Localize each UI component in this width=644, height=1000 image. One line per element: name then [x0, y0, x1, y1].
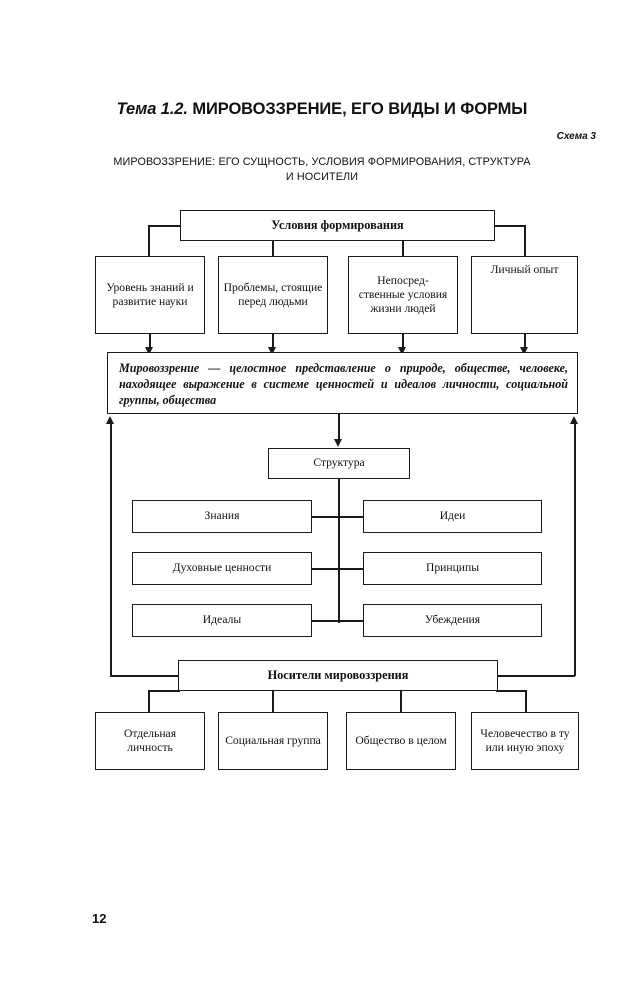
- definition-box[interactable]: Мировоззрение — целостное представление …: [107, 352, 578, 414]
- bearer-label-4: Человечество в ту или иную эпоху: [480, 726, 570, 754]
- connector-bearers-right-v: [525, 690, 527, 712]
- arrowhead-bearers-def-right: [570, 416, 578, 424]
- connector-bearers-mid2: [400, 690, 402, 712]
- topic-title: МИРОВОЗЗРЕНИЕ, ЕГО ВИДЫ И ФОРМЫ: [192, 100, 528, 118]
- structure-left-label-3: Идеалы: [202, 613, 242, 627]
- structure-connector-left-2: [311, 568, 339, 570]
- connector-bearers-right-h: [496, 690, 527, 692]
- connector-cond1-def: [149, 334, 151, 348]
- bearer-box-1[interactable]: Отдельная личность: [95, 712, 205, 770]
- condition-label-2: Проблемы, стоящие перед людьми: [223, 280, 323, 308]
- bearer-label-3: Общество в целом: [355, 733, 447, 747]
- connector-cond3-def: [402, 334, 404, 348]
- condition-label-4: Личный опыт: [490, 263, 559, 276]
- page-number: 12: [92, 911, 107, 926]
- connector-bearers-left-v: [148, 690, 150, 712]
- conditions-heading-box[interactable]: Условия формирования: [180, 210, 495, 241]
- definition-dash: —: [208, 361, 221, 375]
- structure-left-box-1[interactable]: Знания: [132, 500, 312, 533]
- scheme-label: Схема 3: [556, 131, 596, 142]
- bearers-heading-label: Носители мировоззрения: [267, 668, 409, 683]
- bearer-box-4[interactable]: Человечество в ту или иную эпоху: [471, 712, 579, 770]
- bearer-label-2: Социальная группа: [225, 733, 321, 747]
- condition-label-3: Непосред-ственные условия жизни людей: [358, 273, 448, 316]
- structure-connector-left-1: [311, 516, 339, 518]
- structure-right-label-2: Принципы: [426, 561, 479, 575]
- connector-conditions-right-v: [524, 225, 526, 256]
- structure-left-box-2[interactable]: Духовные ценности: [132, 552, 312, 585]
- connector-bearers-def-left-v: [110, 423, 112, 676]
- structure-heading-box[interactable]: Структура: [268, 448, 410, 479]
- structure-connector-right-1: [338, 516, 364, 518]
- connector-conditions-left-h: [148, 225, 182, 227]
- arrowhead-cond4-def: [520, 347, 528, 355]
- conditions-heading-label: Условия формирования: [271, 218, 404, 233]
- connector-conditions-mid2: [402, 240, 404, 256]
- bearer-box-3[interactable]: Общество в целом: [346, 712, 456, 770]
- structure-right-box-1[interactable]: Идеи: [363, 500, 542, 533]
- structure-right-label-1: Идеи: [439, 509, 466, 523]
- connector-cond4-def: [524, 334, 526, 348]
- structure-right-label-3: Убеждения: [424, 613, 481, 627]
- definition-term: Мировоззрение: [119, 361, 200, 375]
- condition-label-1: Уровень знаний и развитие науки: [106, 280, 194, 308]
- scheme-subtitle: МИРОВОЗЗРЕНИЕ: ЕГО СУЩНОСТЬ, УСЛОВИЯ ФОР…: [113, 156, 531, 183]
- connector-bearers-left-h: [148, 690, 180, 692]
- definition-text: целостное представление о природе, общес…: [119, 361, 568, 408]
- arrowhead-def-structure: [334, 439, 342, 447]
- arrowhead-cond1-def: [145, 347, 153, 355]
- condition-box-2[interactable]: Проблемы, стоящие перед людьми: [218, 256, 328, 334]
- structure-connector-left-3: [311, 620, 339, 622]
- connector-bearers-def-right-v: [574, 423, 576, 676]
- page-title: Тема 1.2. МИРОВОЗЗРЕНИЕ, ЕГО ВИДЫ И ФОРМ…: [0, 100, 644, 119]
- structure-left-label-2: Духовные ценности: [172, 561, 272, 575]
- connector-conditions-right-h: [493, 225, 526, 227]
- bearer-box-2[interactable]: Социальная группа: [218, 712, 328, 770]
- condition-box-1[interactable]: Уровень знаний и развитие науки: [95, 256, 205, 334]
- arrowhead-bearers-def-left: [106, 416, 114, 424]
- connector-bearers-def-left-h: [110, 675, 180, 677]
- connector-conditions-mid1: [272, 240, 274, 256]
- connector-bearers-def-right-h: [496, 675, 575, 677]
- connector-cond2-def: [272, 334, 274, 348]
- arrowhead-cond3-def: [398, 347, 406, 355]
- connector-def-structure: [338, 414, 340, 440]
- bearer-label-1: Отдельная личность: [123, 726, 177, 754]
- bearers-heading-box[interactable]: Носители мировоззрения: [178, 660, 498, 691]
- topic-label: Тема 1.2.: [116, 100, 188, 118]
- structure-right-box-3[interactable]: Убеждения: [363, 604, 542, 637]
- structure-heading-label: Структура: [313, 456, 365, 470]
- condition-box-4[interactable]: Личный опыт: [471, 256, 578, 334]
- condition-box-3[interactable]: Непосред-ственные условия жизни людей: [348, 256, 458, 334]
- structure-connector-right-2: [338, 568, 364, 570]
- connector-bearers-mid1: [272, 690, 274, 712]
- structure-connector-right-3: [338, 620, 364, 622]
- structure-right-box-2[interactable]: Принципы: [363, 552, 542, 585]
- structure-left-label-1: Знания: [204, 509, 240, 523]
- connector-conditions-left-v: [148, 225, 150, 256]
- structure-spine: [338, 479, 340, 623]
- arrowhead-cond2-def: [268, 347, 276, 355]
- structure-left-box-3[interactable]: Идеалы: [132, 604, 312, 637]
